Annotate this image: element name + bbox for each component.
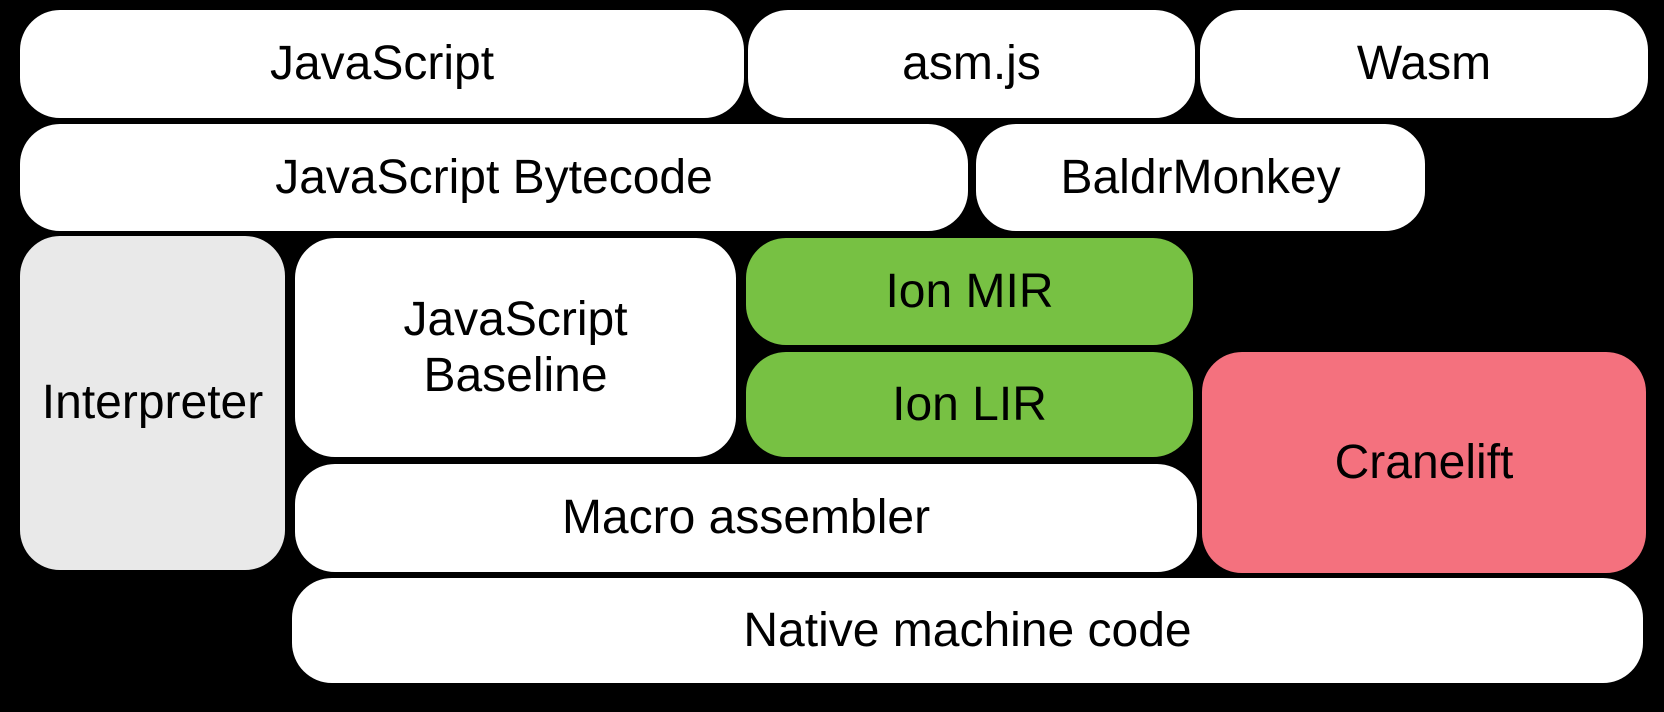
box-javascript-bytecode: JavaScript Bytecode <box>20 124 968 231</box>
box-cranelift-label: Cranelift <box>1334 435 1514 489</box>
box-javascript-baseline-line1: JavaScript <box>403 293 628 347</box>
box-javascript-baseline-label: JavaScript Baseline <box>403 292 627 402</box>
box-javascript: JavaScript <box>20 10 744 118</box>
box-macro-assembler: Macro assembler <box>295 464 1197 572</box>
box-ion-lir-label: Ion LIR <box>892 377 1047 431</box>
box-javascript-bytecode-label: JavaScript Bytecode <box>275 150 713 204</box>
box-native-machine-code-label: Native machine code <box>743 603 1192 657</box>
box-native-machine-code: Native machine code <box>292 578 1643 683</box>
box-wasm: Wasm <box>1200 10 1648 118</box>
box-macro-assembler-label: Macro assembler <box>561 491 931 545</box>
box-interpreter-label: Interpreter <box>41 376 264 430</box>
box-ion-mir-label: Ion MIR <box>885 264 1054 318</box>
box-wasm-label: Wasm <box>1356 37 1492 91</box>
box-asm-js-label: asm.js <box>902 37 1041 91</box>
box-ion-mir: Ion MIR <box>746 238 1193 345</box>
box-javascript-baseline: JavaScript Baseline <box>295 238 736 457</box>
box-interpreter: Interpreter <box>20 236 285 570</box>
box-asm-js: asm.js <box>748 10 1195 118</box>
box-ion-lir: Ion LIR <box>746 352 1193 457</box>
box-baldrmonkey-label: BaldrMonkey <box>1060 150 1341 204</box>
box-javascript-baseline-line2: Baseline <box>423 348 608 402</box>
box-cranelift: Cranelift <box>1202 352 1646 573</box>
box-javascript-label: JavaScript <box>269 37 495 91</box>
box-baldrmonkey: BaldrMonkey <box>976 124 1425 231</box>
